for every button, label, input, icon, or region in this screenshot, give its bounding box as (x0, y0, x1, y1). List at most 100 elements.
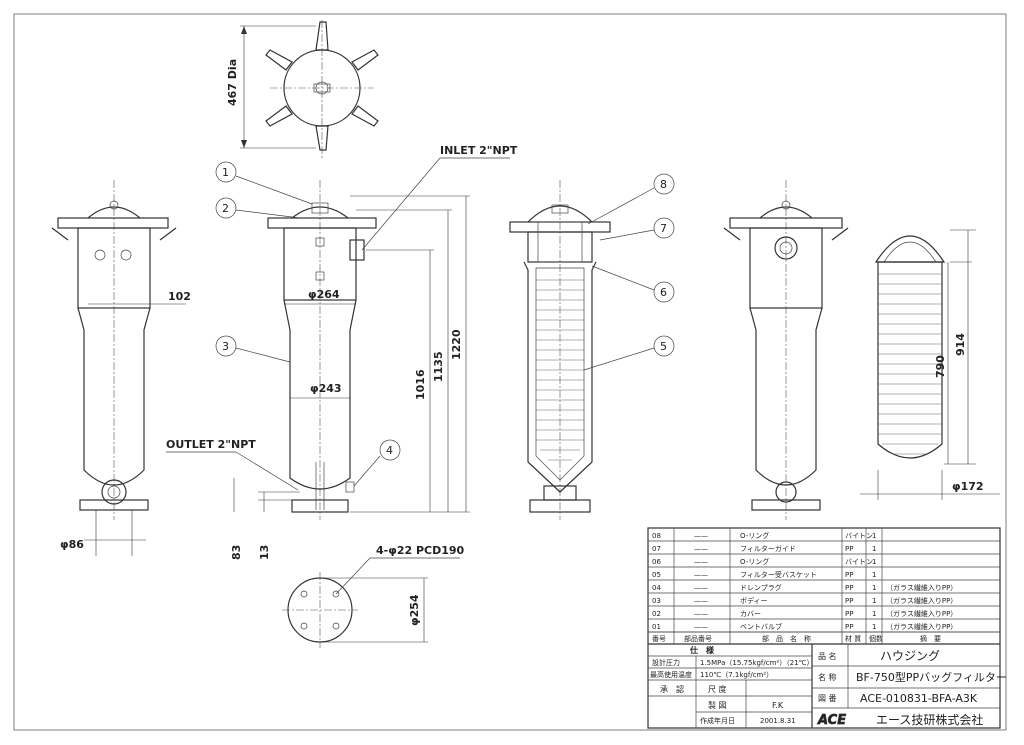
front-view: φ264 φ243 1016 1135 1220 83 13 INLET 2"N… (166, 144, 518, 560)
spec-temp-label: 最高使用温度 (650, 670, 692, 679)
parts-row-code: —— (694, 532, 708, 540)
parts-row-code: —— (694, 571, 708, 579)
parts-header-qty: 個数 (869, 634, 883, 643)
parts-row-name: O-リング (740, 531, 769, 540)
parts-row-qty: 1 (872, 623, 876, 631)
item-label: 品 名 (818, 651, 837, 661)
parts-row-no: 08 (652, 532, 661, 540)
date-label: 作成年月日 (700, 716, 735, 725)
parts-row-name: O-リング (740, 557, 769, 566)
balloon-2: 2 (222, 202, 229, 215)
balloon-1: 1 (222, 166, 229, 179)
parts-row-code: —— (694, 623, 708, 631)
parts-row-name: ベントバルブ (740, 622, 782, 631)
parts-row-qty: 1 (872, 597, 876, 605)
sheet-border (13, 13, 1007, 731)
pcd-note: 4-φ22 PCD190 (376, 544, 465, 557)
dim-467-dia: 467 Dia (226, 59, 239, 106)
parts-row-code: —— (694, 584, 708, 592)
parts-row-qty: 1 (872, 584, 876, 592)
dim-172: φ172 (952, 480, 984, 493)
parts-row-qty: 1 (872, 558, 876, 566)
dim-254: φ254 (408, 594, 421, 626)
bag-filter-view: 790 914 φ172 (860, 229, 1000, 500)
approve-label: 承 認 (660, 684, 684, 694)
parts-row-material: バイトン (845, 558, 873, 566)
balloon-6: 6 (660, 286, 667, 299)
parts-row-name: ボディー (740, 596, 768, 605)
dim-1016: 1016 (414, 369, 427, 400)
drawing-no-value: ACE-010831-BFA-A3K (860, 692, 978, 705)
parts-row-code: —— (694, 558, 708, 566)
dim-1135: 1135 (432, 351, 445, 382)
parts-row-code: —— (694, 597, 708, 605)
name-value: BF-750型PPバッグフィルター (856, 670, 1007, 684)
parts-row-material: PP (845, 623, 853, 631)
parts-row-note: （ガラス繊維入りPP） (886, 609, 957, 618)
drawn-label: 製 図 (708, 700, 727, 710)
parts-row-no: 03 (652, 597, 661, 605)
parts-row-material: PP (845, 545, 853, 553)
parts-row-note: （ガラス繊維入りPP） (886, 583, 957, 592)
parts-header-note: 摘 要 (920, 634, 941, 643)
outlet-note: OUTLET 2"NPT (166, 438, 256, 451)
parts-row-qty: 1 (872, 610, 876, 618)
left-side-view: 102 φ86 (51, 180, 191, 556)
parts-row-no: 01 (652, 623, 661, 631)
drawn-value: F.K (772, 701, 784, 710)
dim-914: 914 (954, 333, 967, 356)
parts-row-note: （ガラス繊維入りPP） (886, 622, 957, 631)
parts-row-name: フィルターガイド (740, 544, 796, 553)
parts-row-no: 02 (652, 610, 661, 618)
parts-header-material: 材 質 (845, 634, 861, 643)
drawing-no-label: 図 番 (818, 693, 837, 703)
spec-temp-value: 110℃（7.1kgf/cm²） (700, 671, 773, 679)
parts-row-name: ドレンプラグ (740, 583, 782, 592)
parts-row-no: 07 (652, 545, 661, 553)
inlet-note: INLET 2"NPT (440, 144, 518, 157)
parts-row-name: カバー (740, 610, 761, 618)
parts-row-qty: 1 (872, 545, 876, 553)
parts-header-name: 部 品 名 称 (762, 634, 811, 643)
basket-mesh (536, 279, 584, 461)
balloon-7: 7 (660, 222, 667, 235)
dim-102: 102 (168, 290, 191, 303)
dim-790: 790 (934, 355, 947, 378)
parts-row-material: PP (845, 584, 853, 592)
right-side-view (723, 180, 849, 520)
top-view: 467 Dia (226, 20, 379, 160)
dim-13: 13 (258, 545, 271, 560)
parts-header-code: 部品番号 (684, 634, 712, 643)
parts-row-material: バイトン (845, 532, 873, 540)
spec-title: 仕 様 (689, 645, 715, 655)
parts-row-material: PP (845, 597, 853, 605)
part-balloons: 1 2 3 4 5 6 7 8 (215, 161, 675, 487)
company-name: エース技研株式会社 (876, 712, 983, 727)
dim-86: φ86 (60, 538, 84, 551)
parts-row-no: 06 (652, 558, 661, 566)
parts-row-code: —— (694, 545, 708, 553)
parts-row-name: フィルター受バスケット (740, 570, 817, 579)
date-value: 2001.8.31 (760, 717, 796, 725)
balloon-5: 5 (660, 340, 667, 353)
spec-pressure-value: 1.5MPa（15.75kgf/cm²）（21℃） (700, 659, 813, 667)
spec-pressure-label: 設計圧力 (652, 658, 680, 667)
section-view (509, 180, 611, 520)
item-value: ハウジング (880, 649, 940, 663)
dim-83: 83 (230, 545, 243, 560)
scale-label: 尺 度 (708, 684, 727, 694)
balloon-3: 3 (222, 340, 229, 353)
balloon-8: 8 (660, 178, 667, 191)
parts-row-qty: 1 (872, 532, 876, 540)
dim-243: φ243 (310, 382, 342, 395)
parts-row-material: PP (845, 571, 853, 579)
bottom-view: 4-φ22 PCD190 φ254 (282, 544, 465, 648)
parts-row-note: （ガラス繊維入りPP） (886, 596, 957, 605)
parts-row-code: —— (694, 610, 708, 618)
name-label: 名 称 (818, 672, 837, 682)
ace-logo: ACE (817, 713, 846, 728)
parts-row-qty: 1 (872, 571, 876, 579)
